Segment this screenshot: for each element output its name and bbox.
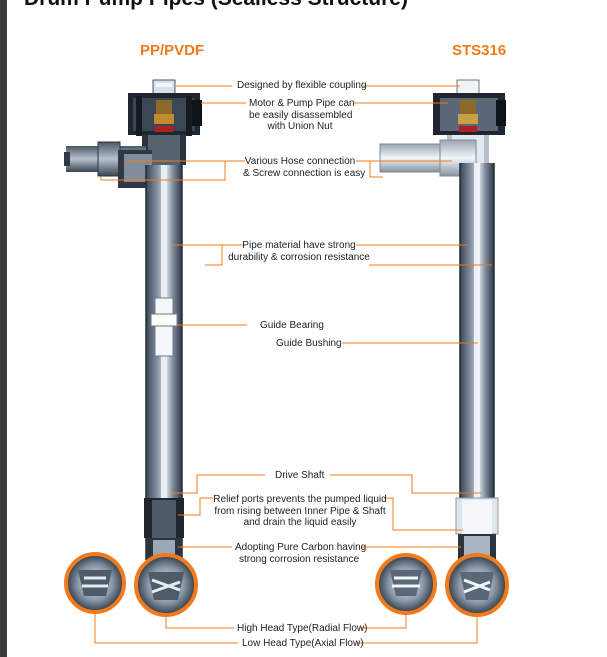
label-pipe-material: Pipe material have strong durability & c… [227,240,371,263]
label-relief-ports: Relief ports prevents the pumped liquid … [212,494,388,529]
label-hose-line-1: Various Hose connection [244,156,356,167]
label-union-nut-line-3: with Union Nut [267,121,333,132]
impeller-details [64,552,509,617]
label-guide-bearing: Guide Bearing [260,320,324,331]
leader-lines [94,85,492,644]
label-drive-shaft: Drive Shaft [275,470,325,481]
column-heading-sts316: STS316 [452,42,507,59]
label-union-nut: Motor & Pump Pipe can be easily disassem… [249,98,355,133]
column-heading-pp-pvdf: PP/PVDF [140,42,205,59]
label-relief-line-3: and drain the liquid easily [243,517,357,528]
label-carbon-line-1: Adopting Pure Carbon having [235,542,367,553]
left-edge-bar [0,0,7,657]
pp-pvdf-pump [64,79,202,564]
label-pipe-material-line-1: Pipe material have strong [242,240,356,251]
label-hose-connection: Various Hose connection & Screw connecti… [243,156,366,179]
label-high-head-type: High Head Type(Radial Flow) [237,623,368,634]
page-title: Drum Pump Pipes (Sealless Structure) [24,0,408,11]
label-union-nut-line-2: be easily disassembled [249,109,353,121]
label-carbon-line-2: strong corrosion resistance [238,553,360,565]
label-low-head-type: Low Head Type(Axial Flow) [242,638,364,649]
label-pure-carbon: Adopting Pure Carbon having strong corro… [235,542,367,565]
label-union-nut-line-1: Motor & Pump Pipe can [249,98,355,109]
label-hose-line-2: & Screw connection is easy [243,167,366,179]
label-relief-line-1: Relief ports prevents the pumped liquid [213,494,387,505]
label-pipe-material-line-2: durability & corrosion resistance [228,251,370,263]
label-flexible-coupling: Designed by flexible coupling [237,80,367,91]
sts316-pump [379,79,506,564]
label-guide-bushing: Guide Bushing [276,338,342,349]
label-relief-line-2: from rising between Inner Pipe & Shaft [214,505,386,517]
